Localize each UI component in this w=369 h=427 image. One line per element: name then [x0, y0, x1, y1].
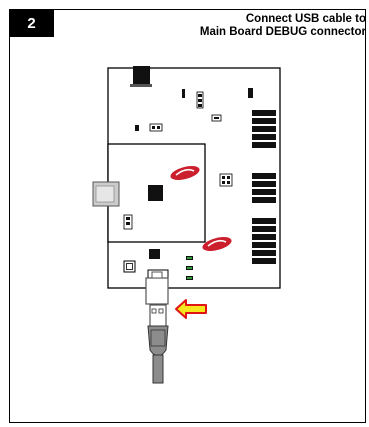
- step-title-line2: Main Board DEBUG connector: [199, 26, 366, 38]
- header-group-middle: [252, 173, 276, 203]
- component: [248, 88, 253, 98]
- logo-icon: [170, 166, 200, 180]
- debug-chip: [149, 249, 160, 259]
- step-title-line1: Connect USB cable to: [245, 13, 366, 25]
- arrow-left-icon: [175, 299, 207, 319]
- pin-block: [219, 173, 233, 187]
- step-number-badge: 2: [9, 9, 54, 37]
- power-jack: [133, 66, 150, 86]
- mcu-chip: [148, 185, 163, 201]
- power-jack-base: [130, 84, 152, 87]
- usb-cable: [145, 271, 169, 384]
- component: [135, 125, 139, 131]
- header-group-bottom: [252, 218, 276, 264]
- header-group-top: [252, 110, 276, 148]
- logo-icon: [202, 237, 232, 251]
- component: [182, 89, 185, 98]
- jumper: [149, 123, 163, 132]
- step-title: Connect USB cable to Main Board DEBUG co…: [110, 13, 366, 39]
